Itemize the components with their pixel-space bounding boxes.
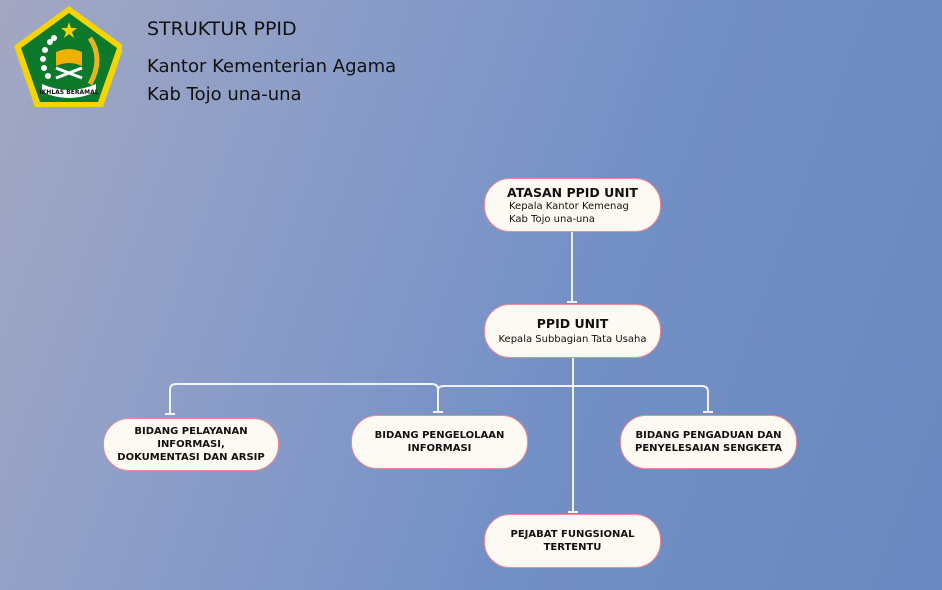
node-desc: Kepala Kantor Kemenag [509,200,629,212]
node-label: PENYELESAIAN SENGKETA [634,443,783,454]
node-bidang-pelayanan: BIDANG PELAYANAN INFORMASI, DOKUMENTASI … [103,418,279,471]
node-label: BIDANG PELAYANAN [134,426,248,437]
node-label: BIDANG PENGELOLAAN [374,430,505,441]
node-pejabat-fungsional: PEJABAT FUNGSIONAL TERTENTU [484,514,661,568]
node-label: PEJABAT FUNGSIONAL [510,529,635,540]
node-atasan-ppid-unit: ATASAN PPID UNIT Kepala Kantor Kemenag K… [484,178,661,232]
node-label: INFORMASI [407,443,472,454]
organization-name: Kantor Kementerian Agama [147,56,397,77]
node-bidang-pengaduan: BIDANG PENGADUAN DAN PENYELESAIAN SENGKE… [620,415,797,469]
node-desc: Kepala Subbagian Tata Usaha [498,334,647,345]
kemenag-logo: IKHLAS BERAMAL [14,6,122,107]
node-label: DOKUMENTASI DAN ARSIP [117,452,265,463]
node-label: TERTENTU [543,542,602,553]
node-title: PPID UNIT [536,316,609,331]
node-bidang-pengelolaan: BIDANG PENGELOLAAN INFORMASI [351,415,528,469]
page-title: STRUKTUR PPID [147,18,297,40]
node-desc: Kab Tojo una-una [509,213,595,225]
node-title: ATASAN PPID UNIT [507,184,638,200]
connector-left-branch [169,383,439,414]
connector-right-branch [437,385,709,412]
node-label: INFORMASI, [157,439,225,450]
logo-motto: IKHLAS BERAMAL [39,89,98,96]
organization-location: Kab Tojo una-una [147,84,302,105]
node-ppid-unit: PPID UNIT Kepala Subbagian Tata Usaha [484,304,661,358]
node-label: BIDANG PENGADUAN DAN [635,430,782,441]
